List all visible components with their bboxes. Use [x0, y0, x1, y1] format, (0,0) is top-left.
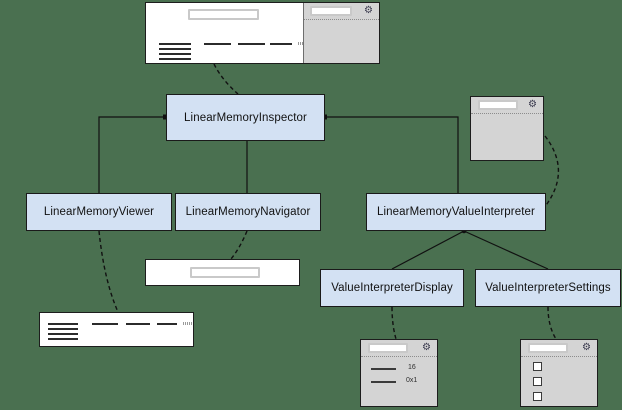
node-value-interpreter-display[interactable]: ValueInterpreterDisplay [320, 269, 464, 307]
interpreter-search-field[interactable] [310, 6, 352, 16]
memory-ascii-column [183, 322, 193, 325]
node-label: LinearMemoryViewer [43, 206, 155, 218]
gear-icon[interactable]: ⚙ [582, 342, 591, 353]
node-label: ValueInterpreterDisplay [331, 282, 453, 294]
node-linear-memory-inspector[interactable]: LinearMemoryInspector [166, 94, 325, 141]
row-label-line [48, 338, 78, 340]
inspector-address-field[interactable] [188, 9, 259, 20]
gear-icon[interactable]: ⚙ [528, 99, 537, 110]
gear-icon[interactable]: ⚙ [364, 5, 373, 16]
memory-byte-group [126, 323, 150, 325]
node-linear-memory-value-interpreter[interactable]: LinearMemoryValueInterpreter [366, 193, 546, 231]
screenshot-inspector[interactable]: ⚙ [145, 2, 380, 64]
node-linear-memory-viewer[interactable]: LinearMemoryViewer [26, 193, 172, 231]
row-label-line [159, 48, 191, 50]
value-row-value: 16 [408, 364, 416, 371]
edge-interpreter-settings [463, 230, 549, 270]
value-row-label [371, 381, 396, 383]
display-search-field[interactable] [368, 343, 408, 353]
node-label: LinearMemoryNavigator [185, 206, 311, 218]
memory-byte-group [238, 43, 265, 45]
settings-search-field[interactable] [528, 343, 568, 353]
dashed-settings-screenshot [547, 306, 557, 340]
node-label: LinearMemoryValueInterpreter [377, 206, 535, 218]
edge-inspector-viewer [98, 116, 166, 193]
dashed-viewer-screenshot [98, 230, 119, 313]
row-label-line [48, 333, 78, 335]
dashed-display-screenshot [391, 306, 397, 340]
dashed-navigator-screenshot [230, 230, 248, 260]
screenshot-settings[interactable]: ⚙ [520, 339, 598, 407]
value-row-label [371, 368, 396, 370]
settings-checkbox[interactable] [533, 377, 542, 386]
inspector-interpreter-panel: ⚙ [303, 3, 379, 63]
node-label: ValueInterpreterSettings [485, 282, 611, 294]
edge-inspector-interpreter [325, 116, 459, 193]
interpreter-search-field[interactable] [478, 100, 518, 110]
memory-byte-group [270, 43, 292, 45]
row-label-line [159, 43, 191, 45]
dashed-screenshot-inspector [213, 63, 239, 95]
memory-byte-group [157, 323, 177, 325]
node-value-interpreter-settings[interactable]: ValueInterpreterSettings [475, 269, 621, 307]
value-row-value: 0x1 [406, 377, 418, 384]
node-label: LinearMemoryInspector [184, 111, 307, 124]
edge-interpreter-display [391, 230, 465, 270]
row-label-line [48, 328, 78, 330]
gear-icon[interactable]: ⚙ [422, 342, 431, 353]
screenshot-interpreter[interactable]: ⚙ [470, 96, 544, 161]
node-linear-memory-navigator[interactable]: LinearMemoryNavigator [175, 193, 321, 231]
memory-byte-group [204, 43, 231, 45]
settings-checkbox[interactable] [533, 362, 542, 371]
screenshot-viewer[interactable] [39, 312, 194, 347]
screenshot-display[interactable]: ⚙ 16 0x1 [360, 339, 438, 407]
row-label-line [159, 58, 191, 60]
row-label-line [159, 53, 191, 55]
inspector-memory-panel [146, 3, 328, 63]
screenshot-navigator[interactable] [145, 259, 300, 286]
row-label-line [48, 323, 78, 325]
navigator-address-field[interactable] [190, 267, 260, 278]
memory-byte-group [92, 323, 118, 325]
settings-checkbox[interactable] [533, 392, 542, 401]
